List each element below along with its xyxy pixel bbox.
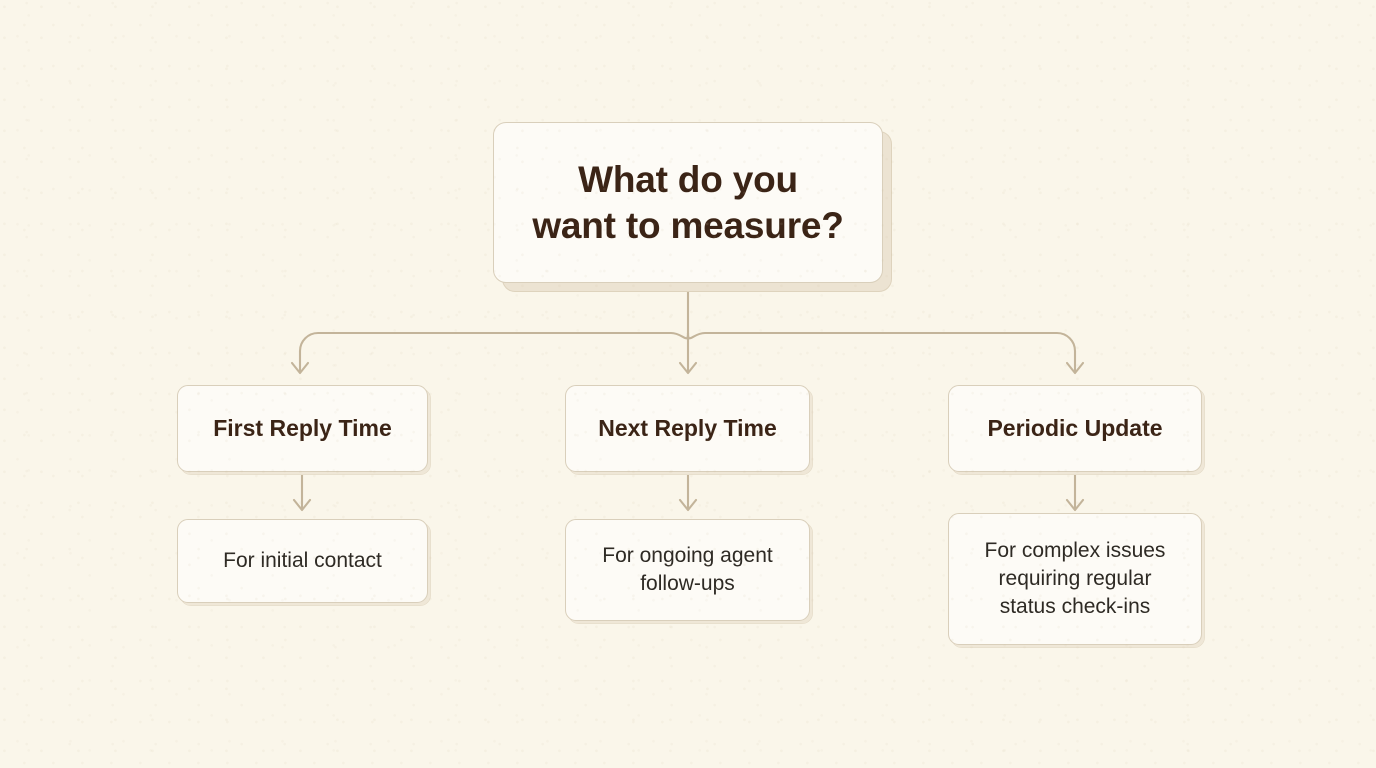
node-first-reply-time-detail-label: For initial contact [223, 549, 382, 573]
node-next-reply-time-label: Next Reply Time [598, 415, 777, 442]
node-periodic-update: Periodic Update [948, 385, 1202, 472]
arrowhead-first-detail [292, 498, 312, 512]
node-periodic-update-label: Periodic Update [987, 415, 1163, 442]
node-first-reply-time: First Reply Time [177, 385, 428, 472]
connector-root-to-periodic [686, 331, 1077, 373]
arrowhead-next-detail [678, 498, 698, 512]
node-first-reply-time-detail: For initial contact [177, 519, 428, 603]
node-next-reply-time-detail: For ongoing agent follow-ups [565, 519, 810, 621]
arrowhead-first [290, 361, 310, 375]
node-next-reply-time: Next Reply Time [565, 385, 810, 472]
node-root-label: What do you want to measure? [532, 159, 844, 246]
arrowhead-periodic-detail [1065, 498, 1085, 512]
node-periodic-update-detail: For complex issues requiring regular sta… [948, 513, 1202, 645]
node-next-reply-time-detail-label: For ongoing agent follow-ups [602, 544, 773, 595]
node-root-question: What do you want to measure? [493, 122, 883, 283]
arrowhead-next [678, 361, 698, 375]
arrowhead-periodic [1065, 361, 1085, 375]
connector-root-to-first [298, 331, 690, 373]
node-periodic-update-detail-label: For complex issues requiring regular sta… [984, 539, 1166, 618]
node-first-reply-time-label: First Reply Time [213, 415, 392, 442]
